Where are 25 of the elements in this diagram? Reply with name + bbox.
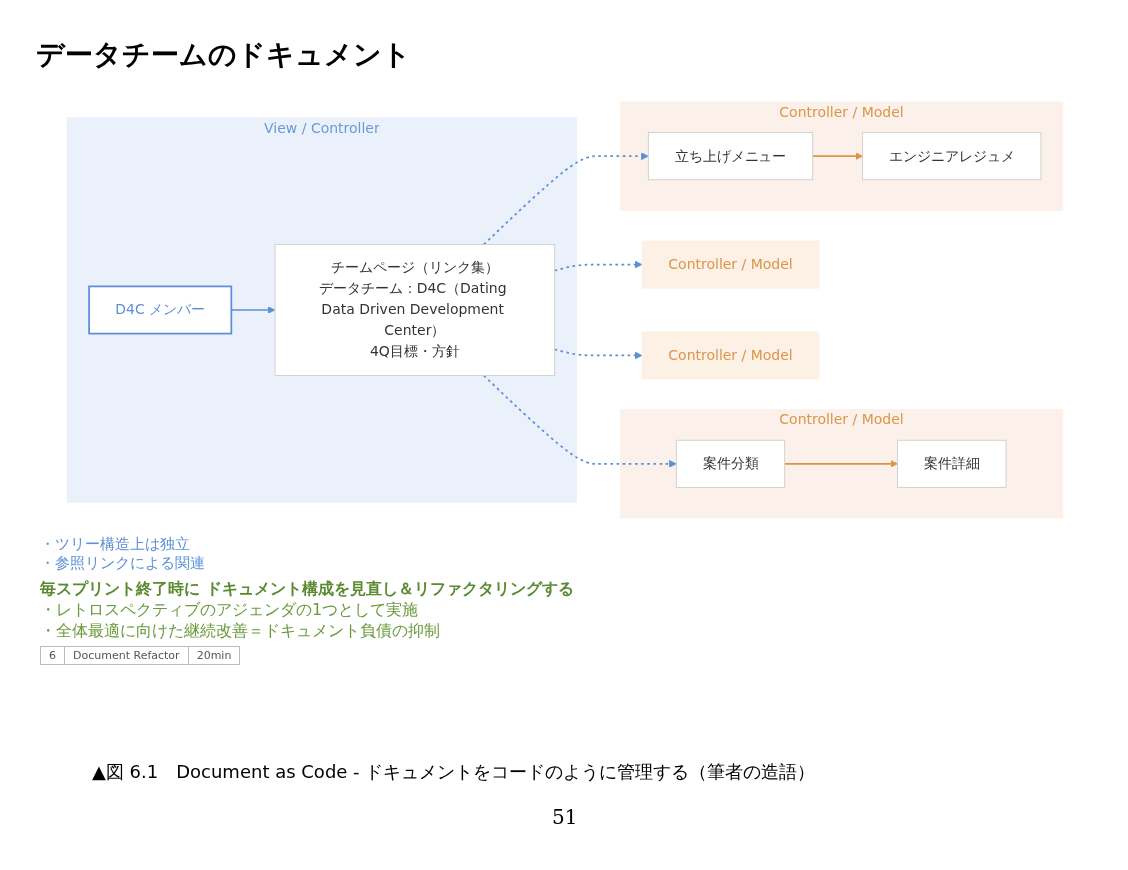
- node-box: Controller / Model: [641, 331, 820, 380]
- heading-text: 毎スプリント終了時に ドキュメント構成を見直し＆リファクタリングする: [40, 579, 575, 600]
- figure-caption: ▲図 6.1 Document as Code - ドキュメントをコードのように管理する（筆者の造語）: [92, 760, 816, 784]
- arrow: [553, 260, 643, 272]
- note-text: ・参照リンクによる関連: [40, 554, 206, 573]
- node-box: 案件分類: [675, 439, 786, 488]
- node-box: チームページ（リンク集） データチーム：D4C（Dating Data Driven Development Center） 4Q目標・方針: [274, 244, 556, 376]
- node-box: D4C メンバー: [88, 285, 233, 335]
- arrow: [553, 348, 643, 360]
- arrow: [482, 152, 649, 246]
- node-box: エンジニアレジュメ: [862, 132, 1042, 181]
- page-title: データチームのドキュメント: [36, 37, 411, 73]
- node-box: Controller / Model: [641, 240, 820, 289]
- bullet-text: ・レトロスペクティブのアジェンダの1つとして実施: [40, 600, 420, 621]
- table-cell: Document Refactor: [64, 646, 189, 665]
- node-box: 立ち上げメニュー: [647, 132, 814, 181]
- node-box: 案件詳細: [897, 439, 1007, 488]
- arrow: [811, 152, 863, 160]
- arrow: [783, 460, 898, 468]
- arrow: [482, 374, 677, 468]
- table-cell: 6: [40, 646, 65, 665]
- bullet-text: ・全体最適に向けた継続改善＝ドキュメント負債の抑制: [40, 621, 441, 642]
- note-text: ・ツリー構造上は独立: [40, 535, 191, 554]
- page-number: 51: [552, 805, 578, 829]
- table-cell: 20min: [188, 646, 240, 665]
